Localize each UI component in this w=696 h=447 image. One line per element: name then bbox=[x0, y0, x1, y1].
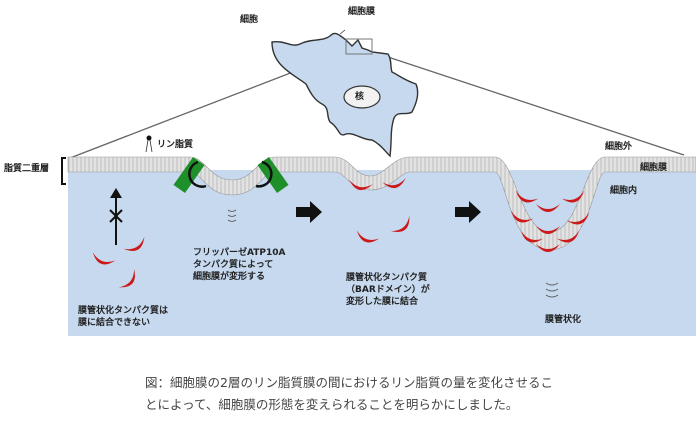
bar-protein-shape bbox=[123, 236, 145, 251]
lipid-bilayer bbox=[67, 156, 696, 251]
step-arrow-icon bbox=[455, 201, 481, 223]
bar-protein-shape bbox=[556, 230, 580, 243]
bar-protein-shape bbox=[536, 226, 560, 234]
bar-protein-shape bbox=[92, 252, 116, 265]
bar-protein-shape bbox=[390, 215, 410, 232]
cell-label: 細胞 bbox=[240, 15, 259, 25]
phospholipid-label: リン脂質 bbox=[157, 140, 194, 150]
bar-protein-shape bbox=[510, 210, 534, 223]
nucleus-label: 核 bbox=[355, 92, 365, 102]
intracellular-label: 細胞内 bbox=[610, 186, 638, 196]
bilayer-label: 脂質二重層 bbox=[4, 164, 50, 174]
step-3-text: 膜管状化タンパク質 （BARドメイン）が 変形した膜に結合 bbox=[346, 273, 430, 307]
cell-membrane-label: 細胞膜 bbox=[348, 7, 376, 17]
zoom-line-right bbox=[372, 51, 685, 156]
phospholipid-icon bbox=[145, 135, 153, 153]
bilayer-bracket bbox=[61, 157, 66, 185]
wave-marks-2 bbox=[545, 282, 559, 298]
step-4-text: 膜管状化 bbox=[545, 315, 582, 325]
nucleus-shape bbox=[343, 85, 381, 109]
extracellular-label: 細胞外 bbox=[605, 142, 633, 152]
zoom-box bbox=[345, 38, 373, 55]
bar-protein-shape bbox=[520, 230, 544, 243]
bar-protein-shape bbox=[536, 244, 560, 252]
bar-protein-shape bbox=[566, 212, 590, 225]
bar-protein-shape bbox=[349, 180, 373, 190]
bar-protein-shape bbox=[561, 190, 585, 203]
membrane-detail-label: 細胞膜 bbox=[640, 163, 668, 173]
bar-protein-shape bbox=[356, 230, 380, 243]
bar-protein-shape bbox=[118, 268, 135, 288]
step-1-text: 膜管状化タンパク質は 膜に結合できない bbox=[78, 306, 169, 328]
figure-caption: 図：細胞膜の2層のリン脂質膜の間におけるリン脂質の量を変化させることによって、細… bbox=[145, 375, 553, 412]
step-arrow-icon bbox=[296, 201, 322, 223]
bar-protein-shape bbox=[382, 178, 406, 188]
bar-protein-shape bbox=[515, 190, 539, 203]
bar-protein-shape bbox=[536, 204, 560, 212]
step-2-text: フリッパーゼATP10A タンパク質によって 細胞膜が変形する bbox=[193, 248, 286, 282]
membrane-pointer bbox=[339, 29, 346, 35]
wave-marks-1 bbox=[227, 209, 237, 222]
flippase-left bbox=[173, 157, 207, 193]
bar-proteins bbox=[92, 178, 590, 288]
flippase-right bbox=[255, 157, 289, 193]
no-binding-arrow-icon bbox=[109, 188, 123, 245]
